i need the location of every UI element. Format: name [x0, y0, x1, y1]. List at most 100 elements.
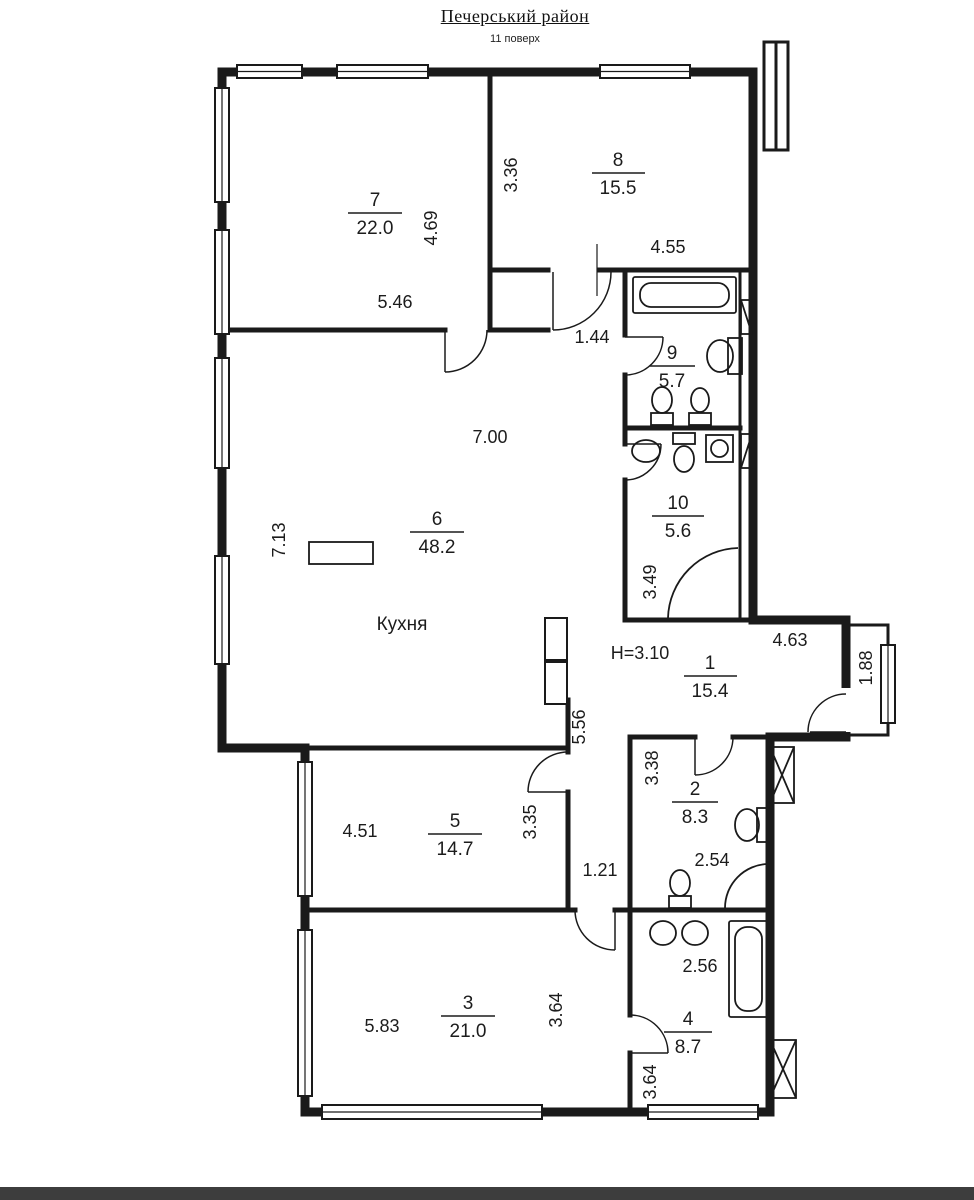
dim-room8-height: 3.36	[501, 157, 521, 192]
room-7-area: 22.0	[357, 218, 394, 239]
exterior-wall	[217, 67, 851, 1117]
room-label-7: 7 22.0	[348, 190, 402, 239]
room-8-area: 15.5	[600, 178, 637, 199]
kitchen-label: Кухня	[377, 614, 428, 635]
bathtub	[632, 276, 737, 314]
door-arc-balcony	[807, 693, 847, 733]
room-label-5: 5 14.7	[428, 811, 482, 860]
bidet	[690, 387, 710, 413]
toilet-tank	[668, 895, 692, 909]
bathtub-inner	[734, 926, 763, 1012]
shower-enclosure	[667, 547, 739, 619]
sink	[681, 920, 709, 946]
washing-machine	[705, 434, 734, 463]
door-arc-room2	[694, 736, 734, 776]
dim-niche-depth: 1.88	[856, 650, 876, 685]
bathtub	[728, 920, 769, 1018]
door-arc-vestibule	[552, 271, 612, 331]
duct-shaft	[769, 746, 795, 804]
door-arc-room5	[527, 751, 569, 793]
door-gap	[841, 688, 852, 732]
duct-shaft	[740, 433, 753, 469]
room-label-9: 9 5.7	[650, 343, 695, 392]
dim-room4-height: 3.64	[640, 1064, 660, 1099]
sink-counter	[756, 807, 770, 843]
bottom-bar	[0, 1187, 974, 1200]
room-6-number: 6	[432, 509, 443, 530]
ceiling-height-note: Н=3.10	[611, 643, 670, 663]
pocket-door-leaf	[544, 661, 568, 705]
pocket-doors	[544, 617, 568, 705]
room-9-area: 5.7	[659, 371, 685, 392]
dim-room3-height: 3.64	[546, 992, 566, 1027]
dim-room2-height: 3.38	[642, 750, 662, 785]
toilet-tank	[650, 412, 674, 426]
duct-shaft	[769, 1039, 797, 1099]
sink	[631, 439, 661, 463]
dim-room3-width: 5.83	[364, 1016, 399, 1036]
room-10-number: 10	[667, 493, 688, 514]
sink	[649, 920, 677, 946]
dim-vestibule-width: 1.44	[574, 327, 609, 347]
room-1-number: 1	[705, 653, 716, 674]
room-2-area: 8.3	[682, 807, 708, 828]
room-2-number: 2	[690, 779, 701, 800]
door-arc-room3	[574, 909, 616, 951]
walls	[217, 40, 890, 1117]
room-5-area: 14.7	[437, 839, 474, 860]
door-arc-room7	[444, 329, 488, 373]
room-label-10: 10 5.6	[652, 493, 704, 542]
room-label-6: 6 48.2	[410, 509, 464, 558]
kitchen-counter	[308, 541, 374, 565]
room-4-number: 4	[683, 1009, 694, 1030]
room-1-area: 15.4	[692, 681, 729, 702]
dim-room8-width: 4.55	[650, 237, 685, 257]
dim-corridor-height: 5.56	[569, 709, 589, 744]
room-10-area: 5.6	[665, 521, 691, 542]
windows	[214, 64, 896, 1120]
dim-hall-width: 4.63	[772, 630, 807, 650]
room-label-8: 8 15.5	[592, 150, 645, 199]
dim-room7-height: 4.69	[421, 210, 441, 245]
thin-walls	[738, 40, 890, 737]
room-label-4: 4 8.7	[664, 1009, 712, 1058]
dim-bath10-height: 3.49	[640, 564, 660, 599]
duct-hatch	[769, 746, 795, 804]
dim-room6-height: 7.13	[269, 522, 289, 557]
bathtub-inner	[639, 282, 730, 308]
dim-corridor-width: 1.21	[582, 860, 617, 880]
washing-machine-drum	[710, 439, 729, 458]
duct-shaft	[740, 299, 753, 335]
floor-label: 11 поверх	[490, 33, 540, 45]
dim-room2-width: 2.54	[694, 850, 729, 870]
door-arc-room4	[629, 1014, 669, 1054]
interior-walls	[219, 69, 775, 1115]
sink	[734, 808, 760, 842]
page-title: Печерський район	[440, 6, 590, 26]
room-4-area: 8.7	[675, 1037, 701, 1058]
room-label-3: 3 21.0	[441, 993, 495, 1042]
toilet	[669, 869, 691, 897]
room-label-1: 1 15.4	[684, 653, 737, 702]
pocket-door-leaf	[544, 617, 568, 661]
dim-room4-width: 2.56	[682, 956, 717, 976]
doors	[444, 271, 852, 1054]
duct-hatch	[740, 433, 753, 469]
fixtures	[308, 244, 797, 1099]
title-block: Печерський район 11 поверх	[441, 6, 590, 45]
shower-enclosure	[724, 863, 769, 909]
bidet-tank	[688, 412, 712, 426]
room-labels: 7 22.0 8 15.5 9 5.7 10 5.6 6	[348, 150, 737, 1058]
room-3-area: 21.0	[450, 1021, 487, 1042]
duct-hatch	[740, 299, 753, 335]
toilet	[673, 445, 695, 473]
room-5-number: 5	[450, 811, 461, 832]
room-6-area: 48.2	[419, 537, 456, 558]
room-9-number: 9	[667, 343, 678, 364]
dim-room5-height: 3.35	[520, 804, 540, 839]
dim-room7-width: 5.46	[377, 292, 412, 312]
sink-counter	[727, 337, 743, 375]
toilet	[651, 386, 673, 414]
sink	[706, 339, 734, 373]
dimension-labels: 5.46 4.69 3.36 4.55 1.44 7.00 7.13 3.49 …	[269, 157, 876, 1099]
